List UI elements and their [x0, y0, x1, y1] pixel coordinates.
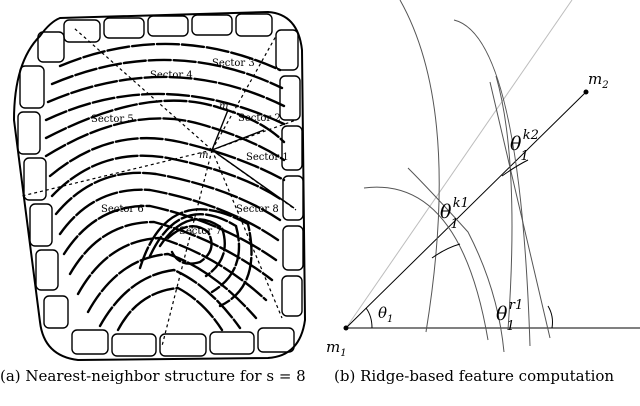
angle-arcs	[365, 159, 553, 329]
theta-k1-label: θ1k1	[440, 196, 469, 232]
ridge-feature-diagram: m1 m2 θ1 θ1k1 θ1k2 θ1r1	[326, 0, 640, 359]
minutia-center-label: m	[199, 150, 208, 161]
fingerprint-outline	[12, 10, 307, 362]
sector-label-3: Sector 3	[212, 58, 255, 69]
m2-label: m2	[588, 70, 609, 91]
fingerprint-panel: Sector 1 Sector 2 Sector 3 Sector 4 Sect…	[0, 0, 320, 362]
m1-m2-segment	[345, 91, 587, 329]
theta-k2-label: θ1k2	[510, 128, 539, 164]
sector-label-2: Sector 2	[238, 113, 281, 124]
sector-label-1: Sector 1	[246, 152, 289, 163]
minutia-m2-point	[583, 89, 589, 95]
fingerprint-ridges	[44, 42, 286, 332]
minutia-m1-point	[343, 325, 349, 331]
theta1-label: θ1	[378, 304, 393, 325]
m1-label: m1	[326, 338, 347, 359]
sector-label-5: Sector 5	[91, 114, 134, 125]
neighbor-links	[211, 109, 295, 209]
caption-a: (a) Nearest-neighbor structure for s = 8	[0, 367, 306, 385]
sector-label-6: Sector 6	[101, 204, 144, 215]
sector-label-8: Sector 8	[236, 204, 279, 215]
minutia-neighbor-label: m	[219, 101, 228, 112]
fingerprint-figure: Sector 1 Sector 2 Sector 3 Sector 4 Sect…	[12, 10, 307, 362]
theta-r1-label: θ1r1	[496, 298, 523, 334]
sector-label-7: Sector 7	[179, 226, 222, 237]
caption-b: (b) Ridge-based feature computation	[334, 367, 615, 385]
sector-label-4: Sector 4	[150, 70, 193, 81]
ridge-curves	[363, 0, 551, 353]
fingerprint-border-blocks	[17, 13, 304, 357]
ridge-feature-panel: m1 m2 θ1 θ1k1 θ1k2 θ1r1	[320, 0, 640, 362]
reference-ray	[345, 0, 573, 329]
